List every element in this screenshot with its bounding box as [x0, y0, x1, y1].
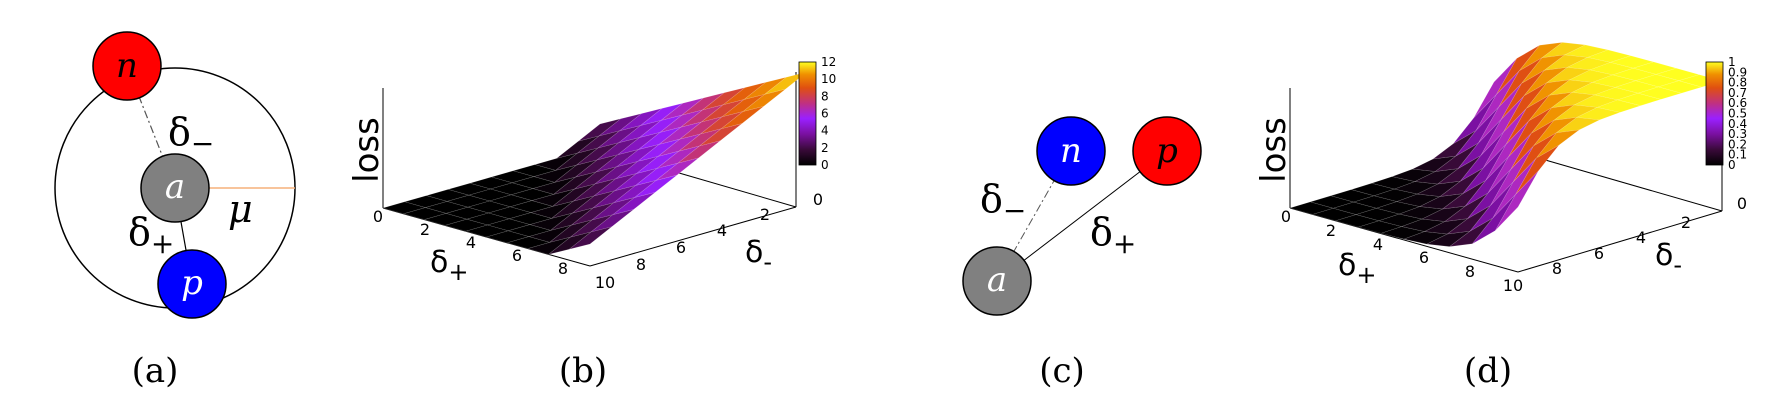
- negative-node: [92, 31, 162, 101]
- panel-a: n a p δ− δ+ μ (a): [54, 31, 296, 391]
- panel-c: n p a δ− δ+ (c): [962, 116, 1202, 391]
- colorbar-tick-label: 10: [821, 72, 836, 86]
- svg-text:6: 6: [1419, 248, 1429, 267]
- colorbar-tick-label: 0.4: [1728, 117, 1747, 131]
- positive-node-label: p: [181, 263, 203, 303]
- positive-node-label-c: p: [1156, 131, 1178, 171]
- delta-plus-label-c: δ+: [1090, 210, 1136, 260]
- colorbar-tick-label: 0.2: [1728, 137, 1747, 151]
- colorbar-tick-label: 12: [821, 55, 836, 69]
- svg-text:8: 8: [1465, 262, 1475, 281]
- negative-node-c: [1036, 116, 1106, 186]
- colorbar-tick-label: 0: [821, 158, 829, 172]
- caption-b: (b): [559, 351, 607, 391]
- svg-text:4: 4: [466, 233, 476, 252]
- colorbar-tick-label: 0.7: [1728, 86, 1747, 100]
- colorbar-b-ticks: 12 10 8 6 4 2 0: [821, 55, 836, 172]
- svg-text:2: 2: [420, 220, 430, 239]
- svg-text:8: 8: [558, 259, 568, 278]
- surface-patch: [1494, 170, 1539, 231]
- anchor-node-label-c: a: [987, 260, 1007, 300]
- positive-distance-line-c: [996, 150, 1168, 282]
- delta-plus-label: δ+: [128, 210, 174, 260]
- anchor-node: [140, 153, 210, 223]
- svg-text:2: 2: [1326, 221, 1336, 240]
- yticks-d: 10 8 6 4 2 0: [1503, 194, 1747, 295]
- svg-text:0: 0: [813, 190, 823, 209]
- xlabel-b: δ+: [430, 245, 468, 286]
- surface-patch: [569, 226, 612, 250]
- caption-c: (c): [1039, 351, 1085, 391]
- surface-b: [381, 71, 808, 255]
- negative-node-label-c: n: [1060, 131, 1082, 171]
- colorbar-tick-label: 8: [821, 89, 829, 103]
- surface-d: [1288, 41, 1724, 248]
- delta-minus-label: δ−: [168, 110, 214, 160]
- svg-text:8: 8: [1552, 259, 1562, 278]
- svg-text:6: 6: [1594, 244, 1604, 263]
- svg-text:8: 8: [636, 255, 646, 274]
- anchor-node-label: a: [165, 167, 185, 207]
- panel-b: loss 0 2 4 6 8 10 8 6 4 2 0 δ+ δ- 12 10 8 6…: [347, 55, 836, 391]
- svg-text:6: 6: [512, 246, 522, 265]
- svg-text:0: 0: [373, 207, 383, 226]
- negative-node-label: n: [116, 46, 138, 86]
- colorbar-tick-label: 6: [821, 107, 829, 121]
- xlabel-d: δ+: [1338, 248, 1376, 289]
- ylabel-b: δ-: [745, 235, 772, 276]
- svg-text:10: 10: [595, 273, 615, 292]
- colorbar-tick-label: 1: [1728, 55, 1736, 69]
- colorbar-tick-label: 0.5: [1728, 107, 1747, 121]
- svg-text:4: 4: [1636, 228, 1646, 247]
- ylabel-d: δ-: [1655, 238, 1682, 279]
- yticks-b: 10 8 6 4 2 0: [595, 190, 823, 292]
- colorbar-tick-label: 0.8: [1728, 76, 1747, 90]
- colorbar-d-ticks: 10.90.80.70.60.50.40.30.20.10: [1728, 55, 1747, 172]
- colorbar-tick-label: 0.9: [1728, 65, 1747, 79]
- caption-a: (a): [132, 351, 179, 391]
- colorbar-tick-label: 0.1: [1728, 148, 1747, 162]
- xticks-b: 0 2 4 6 8: [373, 207, 568, 278]
- margin-label: μ: [228, 187, 253, 231]
- positive-node: [157, 249, 227, 319]
- delta-minus-label-c: δ−: [980, 177, 1026, 227]
- svg-text:2: 2: [760, 205, 770, 224]
- positive-node-c: [1132, 116, 1202, 186]
- svg-text:0: 0: [1737, 194, 1747, 213]
- zlabel-b: loss: [347, 117, 387, 183]
- colorbar-tick-label: 0.3: [1728, 127, 1747, 141]
- colorbar-tick-label: 4: [821, 124, 829, 138]
- colorbar-b: [798, 61, 817, 166]
- panel-d: loss 0 2 4 6 8 10 8 6 4 2 0 δ+ δ- 10.90.…: [1254, 41, 1747, 391]
- svg-text:4: 4: [1373, 235, 1383, 254]
- svg-text:6: 6: [676, 238, 686, 257]
- colorbar-d: [1705, 61, 1724, 166]
- svg-text:2: 2: [1681, 213, 1691, 232]
- colorbar-tick-label: 0: [1728, 158, 1736, 172]
- colorbar-tick-label: 2: [821, 141, 829, 155]
- caption-d: (d): [1464, 351, 1512, 391]
- svg-text:4: 4: [717, 221, 727, 240]
- svg-text:0: 0: [1281, 207, 1291, 226]
- anchor-node-c: [962, 246, 1032, 316]
- svg-text:10: 10: [1503, 276, 1523, 295]
- xticks-d: 0 2 4 6 8: [1281, 207, 1475, 281]
- colorbar-tick-label: 0.6: [1728, 96, 1747, 110]
- zlabel-d: loss: [1254, 117, 1294, 183]
